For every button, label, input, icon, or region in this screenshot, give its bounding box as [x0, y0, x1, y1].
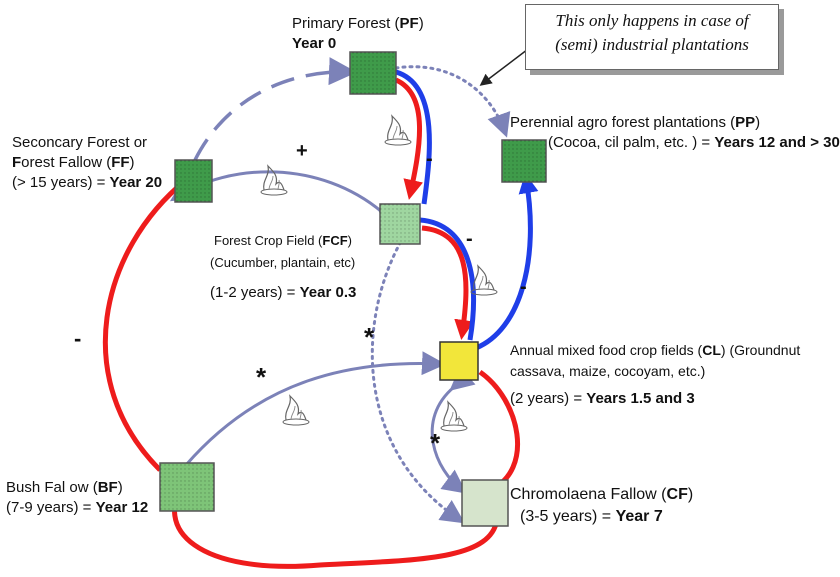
ff-abbr: FF	[111, 154, 130, 171]
cl-line-2: cassava, maize, cocoyam, etc.)	[510, 363, 706, 379]
ff-line3-text: (> 15 years) =	[12, 174, 110, 191]
cf-line1-text: Chromolaena Fallow (	[510, 486, 667, 503]
fire-icon	[260, 164, 288, 196]
cf-close: )	[687, 486, 694, 503]
ff-line-3: (> 15 years) = Year 20	[12, 173, 162, 193]
fcf-line-1: Forest Crop Field (FCF)	[214, 230, 356, 252]
node-texture	[350, 52, 396, 94]
red-line-fcf-to-cl	[421, 225, 475, 340]
bf-line-1: Bush Fal ow (BF)	[6, 478, 148, 498]
pp-line1-text: Perennial agro forest plantations (	[510, 114, 736, 131]
label-fcf: Forest Crop Field (FCF) (Cucumber, plant…	[210, 230, 356, 304]
ff-line2-rest: orest Fallow (	[21, 154, 112, 171]
fcf-line1-text: Forest Crop Field (	[214, 233, 323, 248]
sign-minus: -	[74, 326, 82, 351]
bf-line2-text: (7-9 years) =	[6, 499, 96, 516]
pf-name-text: Primary Forest (	[292, 15, 400, 32]
label-bf: Bush Fal ow (BF) (7-9 years) = Year 12	[6, 478, 148, 518]
cf-line2-text: (3-5 years) =	[520, 508, 616, 525]
bf-close: )	[117, 479, 123, 496]
red-line-pf-to-fcf	[394, 77, 424, 200]
pp-close: )	[755, 114, 761, 131]
callout-line-2: (semi) industrial plantations	[555, 35, 749, 54]
node-box-cf	[461, 479, 509, 527]
ff-line-2: Forest Fallow (FF)	[12, 153, 162, 173]
fcf-year: Year 0.3	[299, 284, 357, 301]
node-texture	[160, 463, 214, 511]
blue-line-pf-to-fcf	[395, 69, 432, 205]
node-texture	[502, 140, 546, 182]
label-pp: Perennial agro forest plantations (PP) (…	[510, 113, 840, 153]
label-pf: Primary Forest (PF) Year 0	[292, 14, 424, 54]
red-line-bf-to-cf	[172, 461, 500, 569]
dotted-arrow-fcf-to-cf	[370, 234, 465, 524]
label-cf: Chromolaena Fallow (CF) (3-5 years) = Ye…	[510, 484, 693, 528]
sign-asterisk: *	[430, 428, 441, 458]
cf-year: Year 7	[615, 508, 663, 525]
node-texture	[175, 160, 212, 202]
fcf-line-3: (1-2 years) = Year 0.3	[210, 282, 356, 304]
fire-icon	[440, 400, 468, 432]
fcf-line-2: (Cucumber, plantain, etc)	[210, 255, 356, 270]
cf-line-2: (3-5 years) = Year 7	[520, 506, 693, 528]
bf-year: Year 12	[95, 499, 149, 516]
fire-icon	[470, 264, 498, 296]
fcf-abbr: FCF	[322, 233, 348, 248]
label-cl: Annual mixed food crop fields (CL) (Grou…	[510, 340, 800, 409]
sign-minus: -	[466, 228, 473, 250]
fcf-close: )	[347, 233, 352, 248]
pf-abbr: PF	[399, 15, 419, 32]
label-pf-year: Year 0	[292, 34, 424, 54]
blue-line-fcf-to-cl	[419, 217, 476, 341]
cl-close: ) (Groundnut	[720, 342, 801, 358]
cf-abbr: CF	[666, 486, 688, 503]
cl-abbr: CL	[702, 342, 721, 358]
sign-plus: +	[296, 140, 308, 162]
gray-arrow-ff-to-pf	[193, 57, 357, 161]
cf-line-1: Chromolaena Fallow (CF)	[510, 484, 693, 506]
ff-year: Year 20	[109, 174, 163, 191]
fire-icon	[282, 394, 310, 426]
sign-asterisk: *	[364, 322, 375, 352]
blue-line-cl-to-pp	[475, 173, 539, 351]
label-pf-name: Primary Forest (PF)	[292, 14, 424, 34]
pf-close: )	[418, 15, 424, 32]
red-line-ff-to-bf	[103, 178, 188, 472]
node-texture	[380, 204, 420, 244]
pp-abbr: PP	[735, 114, 756, 131]
node-box-cl	[439, 341, 479, 381]
cl-line-3: (2 years) = Years 1.5 and 3	[510, 388, 800, 409]
ff-line2-abbr: F	[12, 154, 22, 171]
pf-year: Year 0	[292, 35, 337, 52]
bf-line-2: (7-9 years) = Year 12	[6, 498, 148, 518]
dotted-arrow-pf-to-pp	[394, 65, 511, 138]
fire-icon	[384, 114, 412, 146]
pp-line2-text: (Cocoa, cil palm, etc. ) =	[548, 134, 715, 151]
gray-arrow-cl-cf-double	[430, 366, 476, 494]
sign-minus: -	[520, 276, 527, 298]
gray-arrow-bf-to-cl	[184, 351, 446, 466]
label-ff: Seconcary Forest or Forest Fallow (FF) (…	[12, 133, 162, 193]
plantation-callout: This only happens in case of (semi) indu…	[525, 4, 779, 70]
cl-line-1: Annual mixed food crop fields (CL) (Grou…	[510, 340, 800, 361]
pp-line-1: Perennial agro forest plantations (PP)	[510, 113, 840, 133]
pp-year: Years 12 and > 30	[714, 134, 840, 151]
fcf-line3-text: (1-2 years) =	[210, 284, 300, 301]
bf-abbr: BF	[97, 479, 118, 496]
cl-year: Years 1.5 and 3	[586, 390, 695, 407]
pp-line-2: (Cocoa, cil palm, etc. ) = Years 12 and …	[548, 133, 840, 153]
sign-asterisk: *	[256, 362, 267, 392]
ff-close: )	[129, 154, 135, 171]
cl-line1-text: Annual mixed food crop fields (	[510, 342, 703, 358]
bf-line1-text: Bush Fal ow (	[6, 479, 98, 496]
cl-line3-text: (2 years) =	[510, 390, 587, 407]
callout-line-1: This only happens in case of	[555, 11, 749, 30]
ff-line-1: Seconcary Forest or	[12, 134, 148, 151]
sign-minus: -	[426, 148, 433, 170]
